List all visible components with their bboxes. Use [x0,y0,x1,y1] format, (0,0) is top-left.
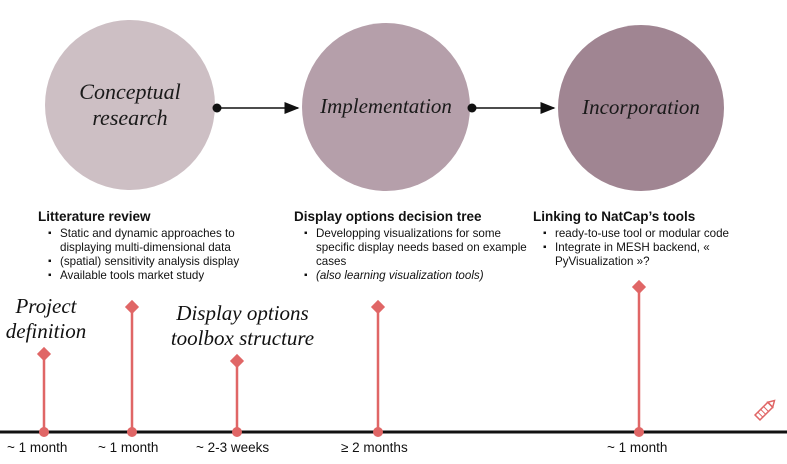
block-natcap-tools: Linking to NatCap’s tools ready-to-use t… [533,209,773,269]
block-decision-tree: Display options decision tree Developpin… [294,209,539,283]
block-list: Developping visualizations for some spec… [294,227,539,283]
connector-2 [467,102,556,114]
timeline-marker [370,299,386,437]
pencil-icon[interactable] [752,395,780,423]
timeline-label: ~ 1 month [607,440,668,455]
stage-implementation: Implementation [302,23,470,191]
stage-label: Implementation [320,94,452,119]
list-item: Static and dynamic approaches to display… [48,227,288,255]
list-item: Integrate in MESH backend, « PyVisualiza… [543,241,773,269]
block-title: Display options decision tree [294,209,482,224]
timeline-marker [229,353,245,437]
stage-label: Incorporation [582,95,700,120]
list-item: ready-to-use tool or modular code [543,227,773,241]
list-item: Available tools market study [48,269,288,283]
block-literature-review: Litterature review Static and dynamic ap… [38,209,288,283]
milestone-project-definition: Project definition [5,294,87,343]
block-title: Linking to NatCap’s tools [533,209,696,224]
timeline-marker [124,299,140,437]
block-list: Static and dynamic approaches to display… [38,227,288,283]
timeline-label: ~ 1 month [7,440,68,455]
stage-incorporation: Incorporation [558,25,724,191]
list-item: Developping visualizations for some spec… [304,227,539,269]
stage-conceptual-research: Conceptual research [45,20,215,190]
connector-1 [212,102,300,114]
milestone-toolbox-structure: Display options toolbox structure [170,301,315,350]
list-item: (spatial) sensitivity analysis display [48,255,288,269]
stage-label: Conceptual research [79,78,181,130]
timeline-label: ≥ 2 months [341,440,408,455]
block-title: Litterature review [38,209,151,224]
timeline-label: ~ 2-3 weeks [196,440,270,455]
timeline-marker [631,279,647,437]
timeline-label: ~ 1 month [98,440,159,455]
timeline-marker [36,346,52,437]
list-item: (also learning visualization tools) [304,269,539,283]
block-list: ready-to-use tool or modular code Integr… [533,227,773,269]
